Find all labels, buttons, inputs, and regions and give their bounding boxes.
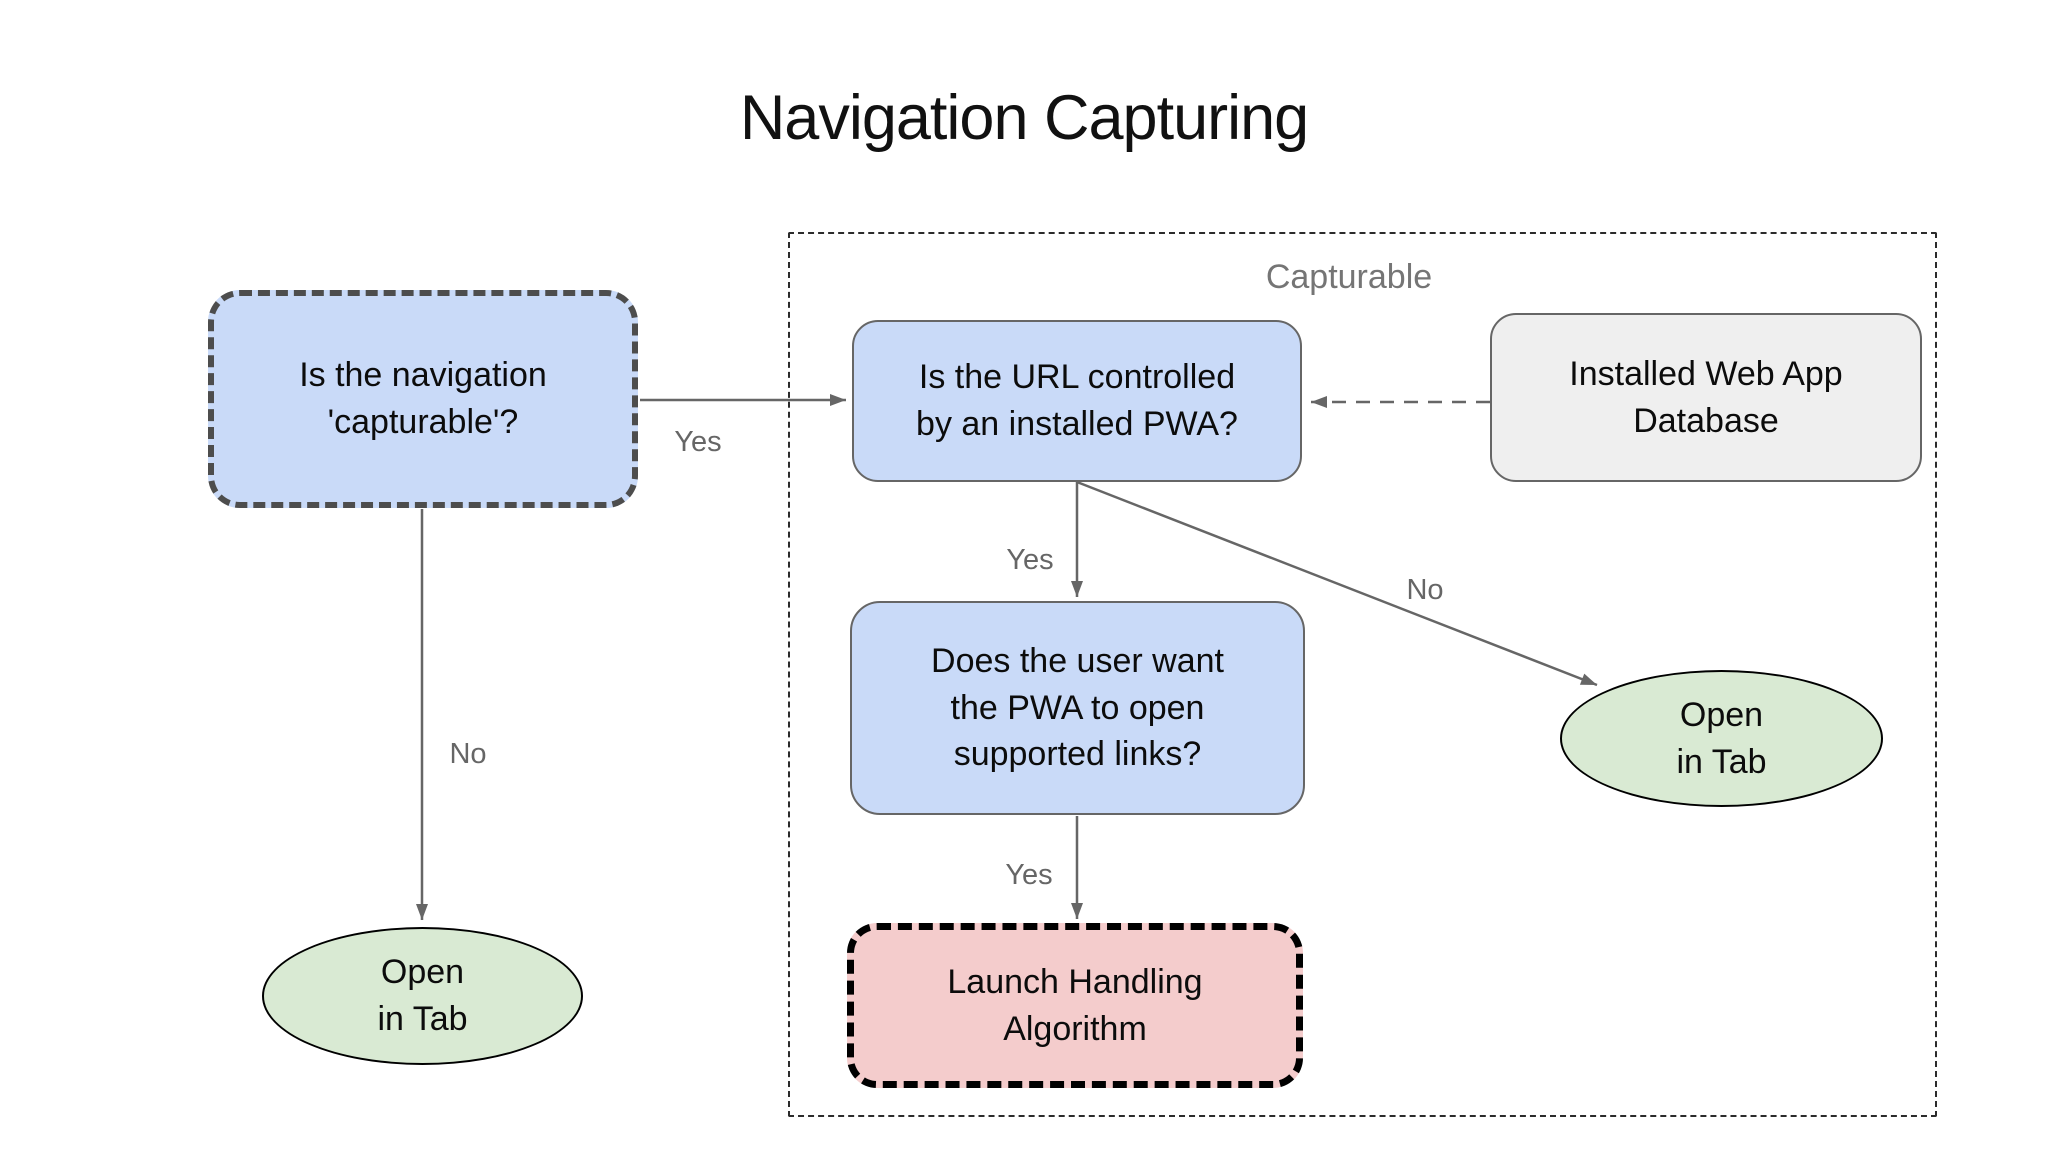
page-title: Navigation Capturing bbox=[739, 83, 1309, 153]
edge-label-user-yes: Yes bbox=[1005, 859, 1053, 891]
edge-label-capturable-yes: Yes bbox=[674, 426, 722, 458]
edge-label-url-no: No bbox=[1406, 574, 1444, 606]
node-does-user-want-supported-links: Does the user want the PWA to open suppo… bbox=[850, 601, 1305, 815]
node-is-navigation-capturable: Is the navigation 'capturable'? bbox=[208, 290, 638, 508]
edge-label-capturable-no: No bbox=[449, 738, 487, 770]
capturable-group-label: Capturable bbox=[1265, 258, 1433, 296]
capturable-group-container bbox=[788, 232, 1937, 1117]
edge-label-url-yes: Yes bbox=[1006, 544, 1054, 576]
node-launch-handling-algorithm: Launch Handling Algorithm bbox=[847, 923, 1303, 1088]
node-is-url-controlled-by-pwa: Is the URL controlled by an installed PW… bbox=[852, 320, 1302, 482]
node-installed-web-app-database: Installed Web App Database bbox=[1490, 313, 1922, 482]
node-open-in-tab-left: Open in Tab bbox=[262, 927, 583, 1065]
node-open-in-tab-right: Open in Tab bbox=[1560, 670, 1883, 807]
